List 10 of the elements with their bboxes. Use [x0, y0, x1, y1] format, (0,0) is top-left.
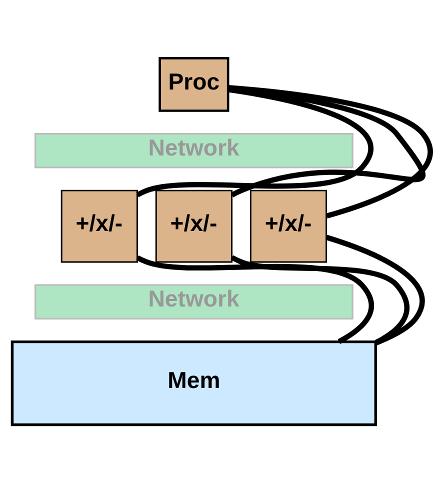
node-box: Proc — [158, 57, 230, 112]
connector — [228, 85, 433, 218]
node-box: +/x/- — [155, 190, 232, 263]
node-box: +/x/- — [60, 190, 138, 263]
node-box: +/x/- — [250, 190, 328, 263]
node-box: Network — [34, 133, 354, 168]
node-box: Mem — [10, 340, 378, 426]
node-box: Network — [34, 284, 354, 320]
connector — [326, 234, 425, 346]
connector — [136, 255, 374, 344]
